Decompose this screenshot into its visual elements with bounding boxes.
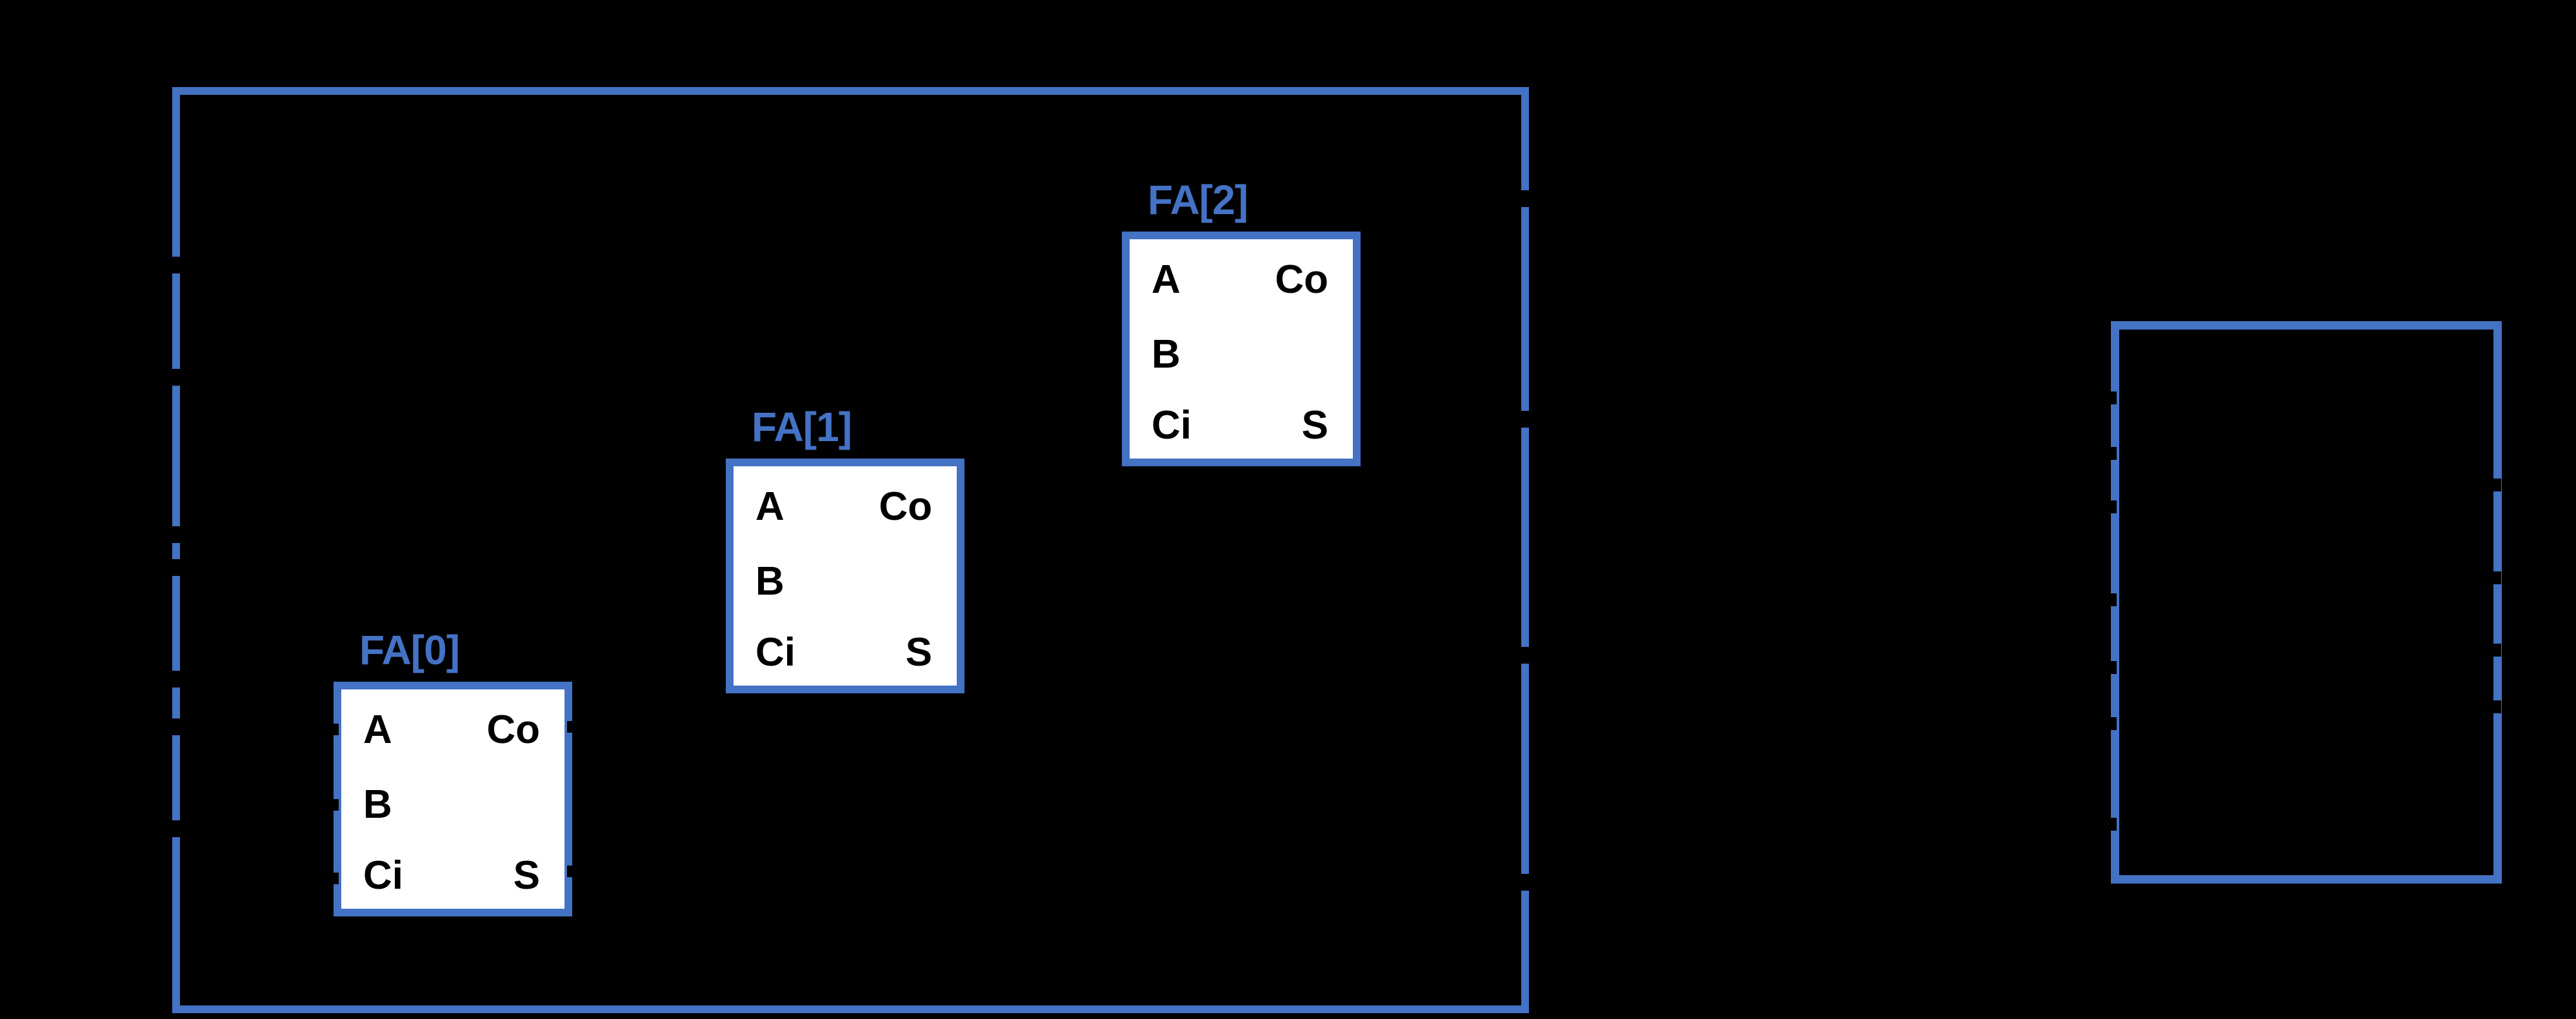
wire-stub-symbol-left xyxy=(2106,391,2117,404)
wire-stub-fa0-left xyxy=(329,873,339,884)
wire-stub-module-left xyxy=(172,369,180,386)
fa1-port-b: B xyxy=(755,559,784,604)
module-boundary xyxy=(172,87,1529,1013)
wire-stub-module-left xyxy=(172,671,180,688)
wire-stub-module-right xyxy=(1521,190,1529,207)
fa2-port-b: B xyxy=(1152,332,1181,377)
wire-stub-module-left xyxy=(172,559,180,576)
full-adder-fa0: FA[0] A B Ci Co S xyxy=(334,627,572,916)
wire-stub-symbol-left xyxy=(2106,593,2117,606)
full-adder-fa2: FA[2] A B Ci Co S xyxy=(1122,177,1361,466)
wire-stub-symbol-right xyxy=(2490,644,2501,657)
fa0-box xyxy=(334,682,572,916)
wire-stub-fa0-left xyxy=(329,724,339,735)
wire-stub-module-right xyxy=(1521,411,1529,428)
fa1-box xyxy=(726,459,964,693)
fa0-port-a: A xyxy=(363,707,392,752)
fa2-label: FA[2] xyxy=(1148,177,1248,223)
wire-stub-module-right xyxy=(1521,874,1529,891)
wire-stub-symbol-left xyxy=(2106,500,2117,513)
full-adder-fa1: FA[1] A B Ci Co S xyxy=(726,404,964,693)
wire-stub-symbol-left xyxy=(2106,661,2117,674)
wire-stub-symbol-left xyxy=(2106,717,2117,730)
wire-stub-module-left xyxy=(172,257,180,273)
fa1-port-a: A xyxy=(755,484,784,529)
wire-stub-symbol-left xyxy=(2106,818,2117,831)
fa0-label: FA[0] xyxy=(359,627,460,673)
wire-stub-symbol-right xyxy=(2490,571,2501,584)
wire-stub-symbol-right xyxy=(2490,700,2501,713)
wire-stub-symbol-left xyxy=(2106,447,2117,460)
wire-stub-module-left xyxy=(172,718,180,735)
fa2-port-co: Co xyxy=(1275,257,1328,302)
fa1-port-ci: Ci xyxy=(755,630,795,675)
fa0-port-ci: Ci xyxy=(363,853,403,898)
wire-stub-module-left xyxy=(172,820,180,837)
fa0-port-co: Co xyxy=(486,707,540,752)
fa1-port-co: Co xyxy=(879,484,932,529)
wire-stub-module-right xyxy=(1521,647,1529,664)
wire-stub-fa0-right xyxy=(567,721,577,733)
fa2-box xyxy=(1122,232,1361,466)
fa2-port-ci: Ci xyxy=(1152,403,1192,448)
wire-stub-fa0-left xyxy=(329,799,339,811)
fa0-port-b: B xyxy=(363,782,392,827)
fa1-port-s: S xyxy=(905,630,932,675)
fa0-port-s: S xyxy=(513,853,540,898)
wire-stub-module-left xyxy=(172,526,180,543)
wire-stub-symbol-right xyxy=(2490,479,2501,491)
wire-stub-fa0-right xyxy=(567,866,577,877)
fa2-port-a: A xyxy=(1152,257,1181,302)
adder-symbol-block xyxy=(2111,321,2502,884)
fa1-label: FA[1] xyxy=(752,404,852,450)
fa2-port-s: S xyxy=(1301,403,1328,448)
